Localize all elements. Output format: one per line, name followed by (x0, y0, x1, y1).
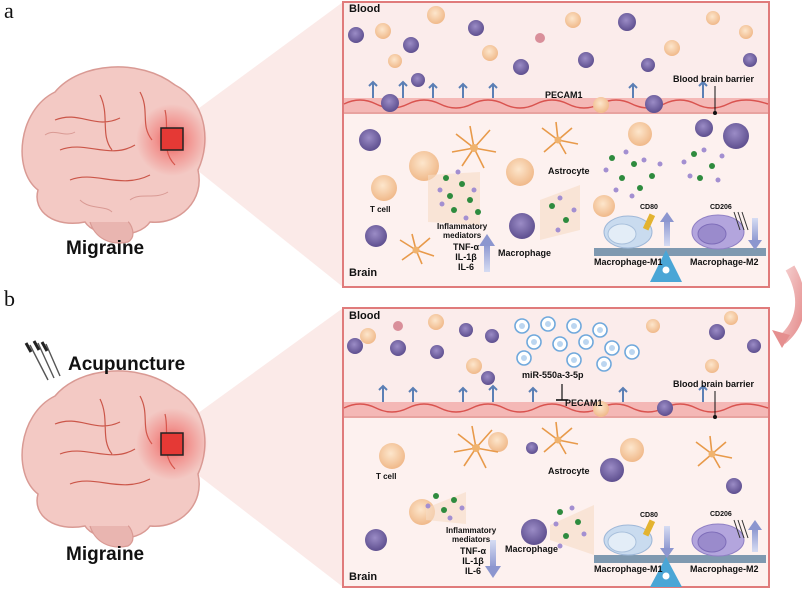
mediators-b (425, 492, 594, 555)
zoom-wedge-b (172, 308, 343, 587)
zoom-wedge-a (172, 2, 343, 287)
panel-a-m2-label: Macrophage-M2 (690, 257, 759, 267)
panel-b-condition: Migraine (66, 544, 145, 565)
panel-b-treatment: Acupuncture (68, 354, 186, 375)
focus-box-b (160, 432, 184, 456)
panel-b-bbb-label: Blood brain barrier (673, 379, 755, 389)
acupuncture-needles-icon (24, 340, 61, 381)
panel-b (21, 307, 770, 588)
panel-b-inflammatory-label: Inflammatory mediators (446, 526, 496, 544)
panel-a-brain-label: Brain (349, 267, 378, 279)
panel-b-il1: IL-1β (462, 556, 484, 566)
panel-b-inflammatory-1: Inflammatory (446, 526, 497, 535)
panel-b-brain-label: Brain (349, 571, 378, 583)
polarization-b (594, 519, 766, 587)
endothelium-a (343, 98, 769, 114)
pecam1-receptors-a (368, 80, 708, 98)
panel-a-astrocyte-label: Astrocyte (548, 166, 590, 176)
panel-b-m2-label: Macrophage-M2 (690, 564, 759, 574)
brain-illustration-b (21, 370, 208, 548)
cytokine-down-arrow-b (490, 540, 496, 568)
astrocytes-a (399, 121, 579, 265)
panel-b-cd80-label: CD80 (640, 512, 658, 519)
panel-b-inflammatory-2: mediators (452, 535, 491, 544)
panel-a-tnf: TNF-α (453, 242, 480, 252)
brain-illustration-a (21, 66, 208, 244)
panel-b-cd206-label: CD206 (710, 511, 732, 518)
brain-cells-a (359, 119, 749, 247)
blood-cells-b (347, 311, 761, 385)
panel-a-cytokines: TNF-α IL-1β IL-6 (453, 242, 479, 272)
mediators-a (428, 147, 725, 240)
panel-a-bbb-label: Blood brain barrier (673, 74, 755, 84)
panel-b-blood-label: Blood (349, 310, 381, 322)
panel-a-inflammatory-label: Inflammatory mediators (437, 222, 487, 240)
panel-b-il6: IL-6 (465, 566, 482, 576)
panel-a-cd206-label: CD206 (710, 204, 732, 211)
panel-a-il1: IL-1β (455, 252, 477, 262)
exosome-cores-b (519, 321, 635, 367)
panel-b-letter: b (4, 286, 15, 311)
panel-a-tcell-label: T cell (370, 205, 391, 214)
panel-a (21, 1, 770, 288)
panel-b-pecam-label: PECAM1 (565, 398, 603, 408)
panel-a-il6: IL-6 (458, 262, 475, 272)
cytokine-up-arrow-a (484, 244, 490, 272)
panel-a-blood-label: Blood (349, 3, 381, 15)
panel-b-m1-label: Macrophage-M1 (594, 564, 663, 574)
panel-b-tcell-label: T cell (376, 472, 397, 481)
polarization-a (594, 211, 766, 282)
endothelium-b (343, 402, 769, 418)
blood-cells-a (348, 6, 757, 87)
panel-b-astrocyte-label: Astrocyte (548, 466, 590, 476)
panel-a-m1-label: Macrophage-M1 (594, 257, 663, 267)
panel-a-letter: a (4, 0, 14, 23)
panel-a-inflammatory-1: Inflammatory (437, 222, 488, 231)
panel-b-tnf: TNF-α (460, 546, 487, 556)
panel-a-pecam-label: PECAM1 (545, 90, 583, 100)
panel-a-macrophage-label: Macrophage (498, 248, 552, 258)
panel-a-condition: Migraine (66, 238, 145, 259)
panel-b-mirna-label: miR-550a-3-5p (522, 370, 584, 380)
pecam1-receptors-b (378, 384, 708, 402)
panel-b-macrophage-label: Macrophage (505, 544, 559, 554)
panel-a-inflammatory-2: mediators (443, 231, 482, 240)
panel-b-cytokines: TNF-α IL-1β IL-6 (460, 546, 486, 576)
transition-arrow (778, 265, 802, 344)
astrocytes-b (453, 421, 733, 469)
focus-box-a (160, 127, 184, 151)
panel-a-cd80-label: CD80 (640, 204, 658, 211)
